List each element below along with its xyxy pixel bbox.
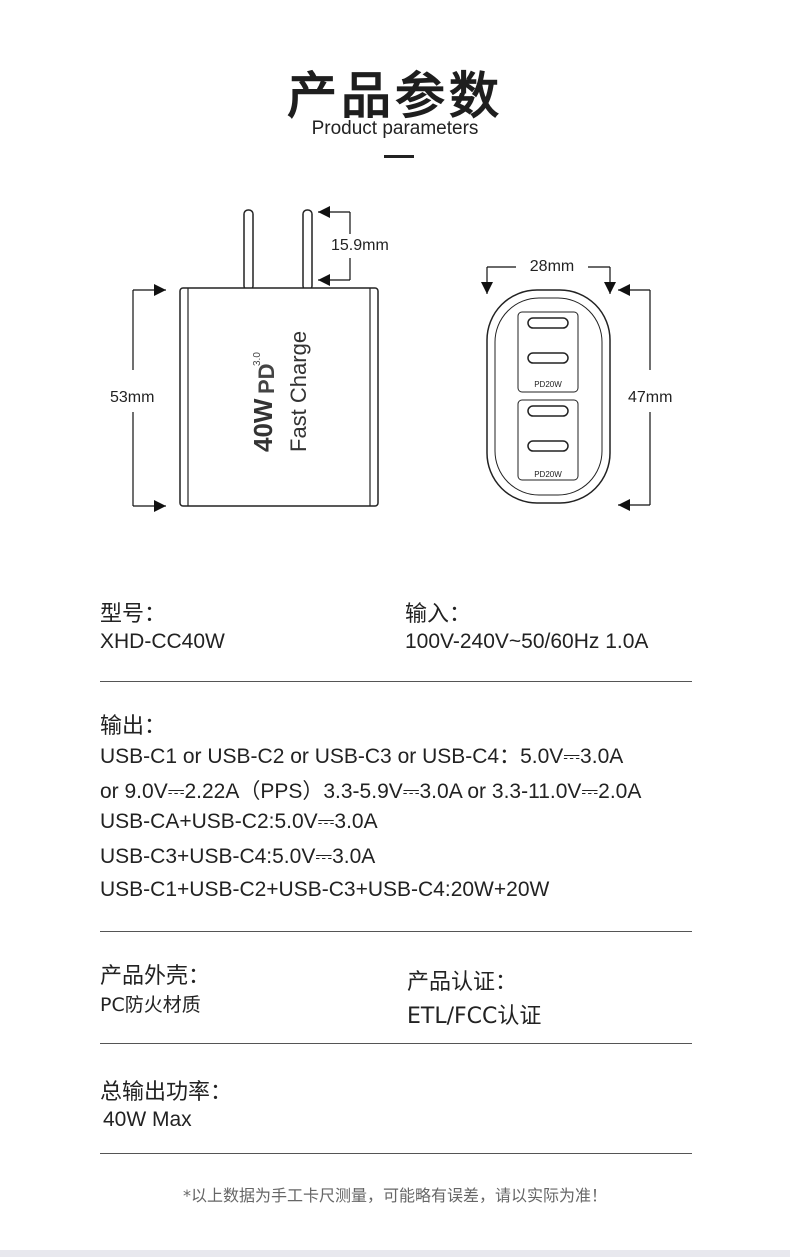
charger-body xyxy=(179,287,379,507)
cert-label: 产品认证： xyxy=(407,970,518,995)
disclaimer-note: *以上数据为手工卡尺测量，可能略有误差，请以实际为准！ xyxy=(182,1186,607,1205)
total-power-label: 总输出功率： xyxy=(100,1080,233,1105)
usb-c-port-icon xyxy=(527,440,569,452)
port-label: PD20W xyxy=(534,470,562,479)
prong-left xyxy=(243,209,254,291)
output-line: or 9.0V⎓2.22A（PPS）3.3-5.9V⎓3.0A or 3.3-1… xyxy=(100,780,642,803)
divider xyxy=(100,1043,692,1044)
usb-c-port-icon xyxy=(527,405,569,417)
divider xyxy=(100,1153,692,1154)
model-value: XHD-CC40W xyxy=(100,630,225,653)
prong-right xyxy=(302,209,313,291)
bottom-strip xyxy=(0,1250,790,1257)
prong-length-label: 15.9mm xyxy=(331,237,389,254)
charger-front-view: PD20W PD20W 28mm 47mm xyxy=(481,258,672,511)
depth-label: 47mm xyxy=(628,389,672,406)
shell-value: PC防火材质 xyxy=(100,994,201,1016)
input-label: 输入： xyxy=(405,602,472,627)
title-divider xyxy=(384,155,414,158)
output-line: USB-C1 or USB-C2 or USB-C3 or USB-C4：5.0… xyxy=(100,745,624,768)
brand-power: 40W xyxy=(248,398,278,452)
divider xyxy=(100,681,692,682)
model-label: 型号： xyxy=(100,602,167,627)
output-line: USB-C3+USB-C4:5.0V⎓3.0A xyxy=(100,845,376,868)
width-label: 28mm xyxy=(530,258,574,275)
brand-pd-version: 3.0 xyxy=(252,352,263,366)
page-title: 产品参数 xyxy=(287,67,503,125)
charger-diagram: 40W PD 3.0 Fast Charge 15.9mm 53mm xyxy=(110,206,672,512)
height-label: 53mm xyxy=(110,389,154,406)
charger-side-view: 40W PD 3.0 Fast Charge 15.9mm 53mm xyxy=(110,206,398,512)
input-value: 100V-240V~50/60Hz 1.0A xyxy=(405,630,649,653)
output-line: USB-CA+USB-C2:5.0V⎓3.0A xyxy=(100,810,378,833)
brand-pd: PD xyxy=(254,363,279,394)
usb-c-port-icon xyxy=(527,317,569,329)
page-subtitle: Product parameters xyxy=(311,118,479,139)
usb-c-port-icon xyxy=(527,352,569,364)
total-power-value: 40W Max xyxy=(103,1108,192,1131)
divider xyxy=(100,931,692,932)
output-label: 输出： xyxy=(100,714,167,739)
cert-value: ETL/FCC认证 xyxy=(407,1004,542,1029)
brand-tagline: Fast Charge xyxy=(286,331,311,452)
port-label: PD20W xyxy=(534,380,562,389)
output-line: USB-C1+USB-C2+USB-C3+USB-C4:20W+20W xyxy=(100,878,550,901)
shell-label: 产品外壳： xyxy=(100,964,211,989)
